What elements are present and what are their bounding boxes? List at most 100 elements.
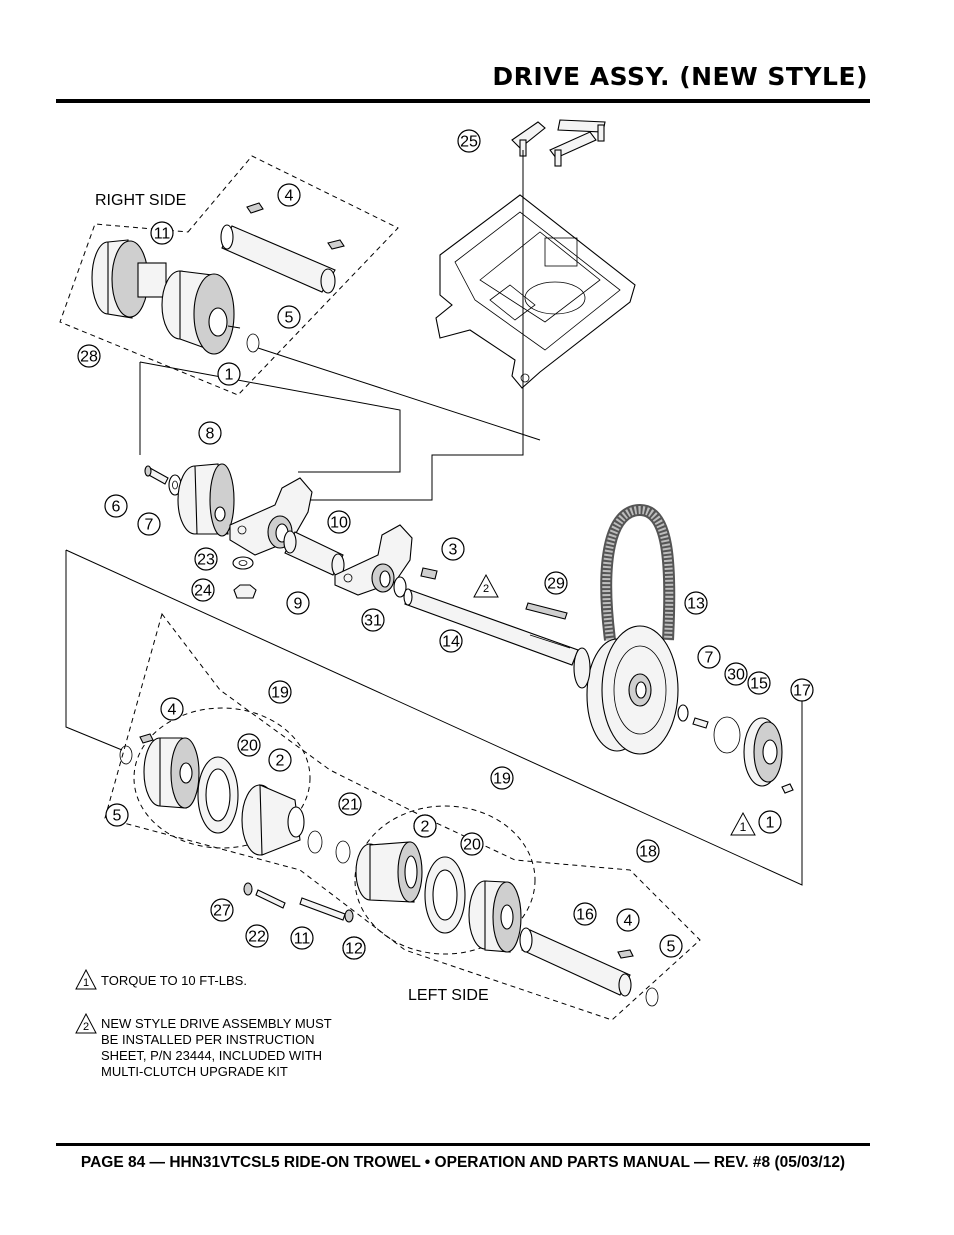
right-snap-ring — [246, 333, 260, 353]
callout-28: 28 — [77, 344, 101, 368]
callout-11: 11 — [290, 926, 314, 950]
note-1-text: TORQUE TO 10 FT-LBS. — [101, 973, 247, 988]
cover-17 — [743, 717, 783, 787]
left-hub-2a — [241, 784, 305, 856]
callout-6: 6 — [104, 494, 128, 518]
note-2-mark: 2 — [75, 1013, 97, 1034]
bolt-30 — [692, 717, 709, 729]
callout-label: 20 — [240, 738, 258, 755]
bearing-bracket-9b — [334, 524, 413, 596]
callout-30: 30 — [724, 662, 748, 686]
callout-label: 2 — [421, 819, 430, 836]
callout-label: 5 — [285, 310, 294, 327]
callout-label: 8 — [206, 426, 215, 443]
ring-31 — [393, 576, 407, 598]
callout-17: 17 — [790, 678, 814, 702]
screw-22 — [255, 889, 286, 909]
left-side-label: LEFT SIDE — [408, 987, 489, 1004]
callout-label: 28 — [80, 349, 98, 366]
callout-3: 3 — [441, 537, 465, 561]
callout-label: 5 — [113, 808, 122, 825]
callout-label: 7 — [705, 650, 714, 667]
callout-4: 4 — [277, 183, 301, 207]
callout-12: 12 — [342, 936, 366, 960]
callout-label: 4 — [285, 188, 294, 205]
sub-group-19b-outline — [354, 805, 536, 955]
main-shaft-14 — [403, 588, 579, 666]
callout-11: 11 — [150, 221, 174, 245]
callout-label: 23 — [197, 552, 215, 569]
callout-label: 25 — [460, 134, 478, 151]
callout-label: 9 — [294, 596, 303, 613]
callout-23: 23 — [194, 547, 218, 571]
svg-text:2: 2 — [483, 583, 489, 595]
oring-15 — [713, 716, 741, 754]
callout-label: 19 — [493, 771, 511, 788]
callout-label: 11 — [294, 931, 311, 948]
callout-label: 1 — [225, 367, 234, 384]
right-keys — [246, 202, 345, 250]
callout-label: 13 — [687, 596, 705, 613]
callout-15: 15 — [747, 671, 771, 695]
callout-label: 24 — [194, 583, 212, 600]
callout-29: 29 — [544, 571, 568, 595]
screw-18 — [781, 783, 794, 794]
washer-23 — [232, 556, 254, 570]
note-2-text: NEW STYLE DRIVE ASSEMBLY MUST BE INSTALL… — [101, 1016, 332, 1079]
key-3 — [420, 567, 438, 580]
callout-5: 5 — [277, 305, 301, 329]
washer-12b — [344, 909, 354, 923]
left-hub-2b — [355, 841, 423, 903]
sleeve-10 — [283, 530, 345, 577]
left-friction-disc-20a — [197, 756, 239, 834]
callout-19: 19 — [490, 766, 514, 790]
callout-label: 27 — [213, 903, 231, 920]
callout-21: 21 — [338, 792, 362, 816]
frame-mount — [435, 119, 636, 389]
callout-18: 18 — [636, 839, 660, 863]
callout-label: 22 — [248, 929, 266, 946]
callout-24: 24 — [191, 578, 215, 602]
callout-label: 10 — [330, 515, 348, 532]
left-clutch-plate-b — [468, 880, 522, 953]
note-mark-1-in-diagram: 1 — [730, 811, 756, 836]
hub-8 — [177, 463, 235, 537]
callout-label: 19 — [271, 685, 289, 702]
callout-label: 16 — [576, 907, 594, 924]
lead-line-5-right — [257, 347, 541, 441]
callout-9: 9 — [286, 591, 310, 615]
nut-24 — [233, 584, 257, 599]
callout-label: 17 — [793, 683, 811, 700]
callout-label: 5 — [667, 939, 676, 956]
callout-5: 5 — [105, 803, 129, 827]
lead-line-5-left — [65, 550, 123, 751]
callout-5: 5 — [659, 934, 683, 958]
callout-label: 4 — [168, 702, 177, 719]
belt-and-pulley-13 — [573, 503, 679, 755]
callout-4: 4 — [160, 697, 184, 721]
callout-label: 30 — [727, 667, 745, 684]
note-1-mark: 1 — [75, 969, 97, 990]
callout-1: 1 — [758, 810, 782, 834]
screw-11 — [299, 897, 346, 921]
callout-7: 7 — [697, 645, 721, 669]
right-side-label: RIGHT SIDE — [95, 192, 186, 209]
callout-8: 8 — [198, 421, 222, 445]
sub-group-19a-outline — [133, 707, 311, 849]
callout-19: 19 — [268, 680, 292, 704]
left-key-4 — [617, 949, 634, 959]
right-clutch-assembly — [91, 239, 241, 355]
washer-7b — [677, 704, 689, 722]
callout-7: 7 — [137, 512, 161, 536]
callout-22: 22 — [245, 924, 269, 948]
svg-text:1: 1 — [740, 820, 747, 834]
footer-rule — [56, 1143, 870, 1146]
callout-label: 20 — [463, 837, 481, 854]
callout-20: 20 — [237, 733, 261, 757]
callout-25: 25 — [457, 129, 481, 153]
left-key-4b — [139, 733, 154, 744]
callout-1: 1 — [217, 362, 241, 386]
clamp-21 — [307, 830, 351, 864]
callout-4: 4 — [616, 908, 640, 932]
